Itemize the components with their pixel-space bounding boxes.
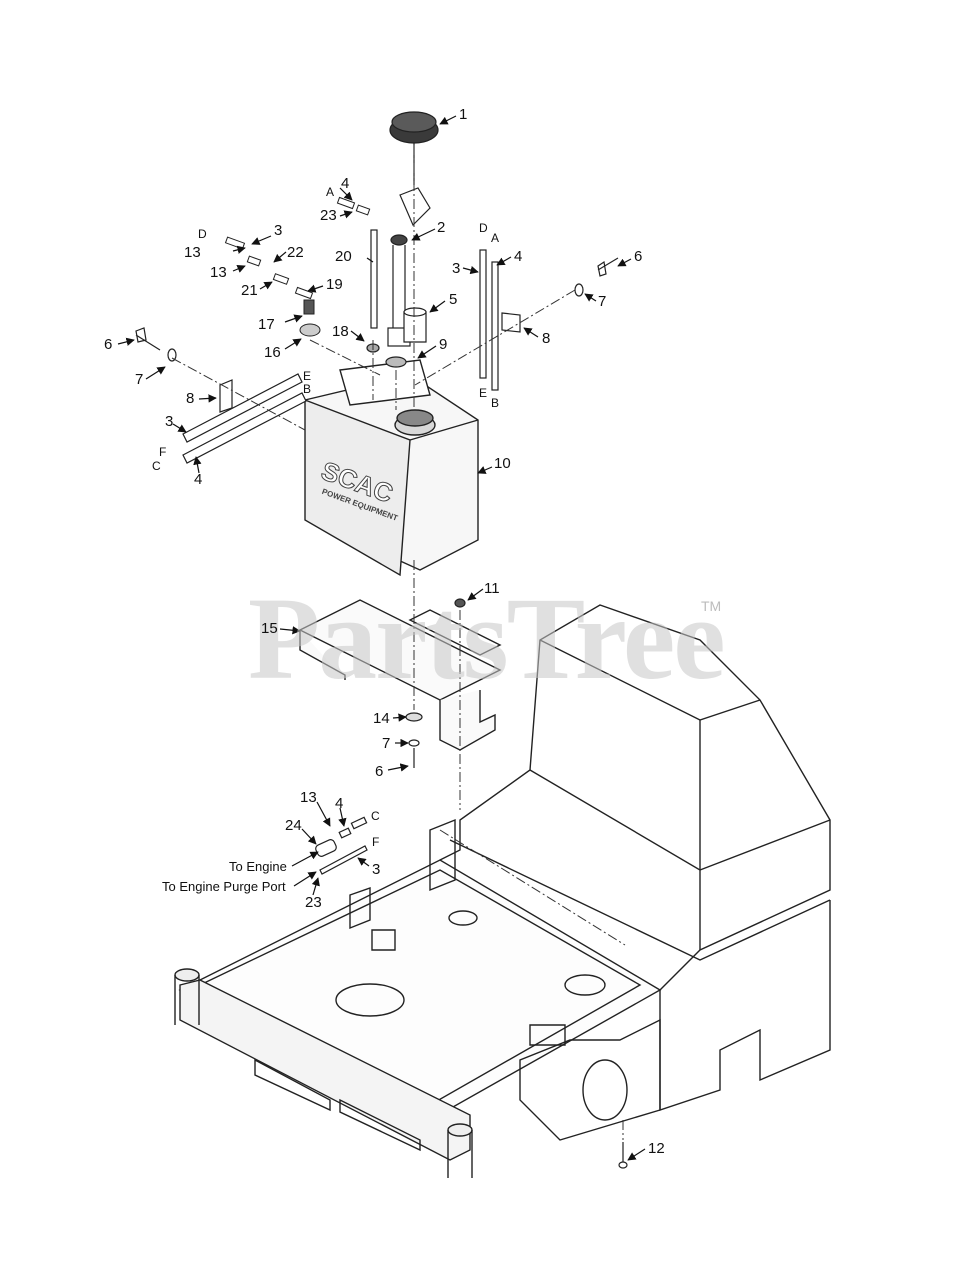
callout-19: 19 xyxy=(326,276,343,293)
assembly-leaders xyxy=(171,145,626,1140)
callout-13-mid: 13 xyxy=(210,264,227,281)
bolts-and-washers xyxy=(135,257,628,1169)
callout-8-left: 8 xyxy=(186,390,195,407)
hose-end-c-left: C xyxy=(152,459,161,473)
to-engine-purge-note: To Engine Purge Port xyxy=(162,879,286,894)
hose-end-e-left: E xyxy=(303,369,312,383)
callout-16: 16 xyxy=(264,344,281,361)
callout-7-right: 7 xyxy=(598,293,607,310)
callout-3-left: 3 xyxy=(165,413,174,430)
callout-21: 21 xyxy=(241,282,258,299)
fuel-cap xyxy=(389,111,439,227)
callout-23-top: 23 xyxy=(320,207,337,224)
callout-20: 20 xyxy=(335,248,352,265)
callout-6-bottom: 6 xyxy=(375,763,384,780)
hose-end-b-left: B xyxy=(303,382,312,396)
trademark-mark: TM xyxy=(701,598,722,614)
fuel-filter-assembly xyxy=(315,816,368,875)
callout-1: 1 xyxy=(459,106,468,123)
callout-10: 10 xyxy=(494,455,511,472)
partstree-watermark: PartsTree xyxy=(248,573,726,704)
callout-18: 18 xyxy=(332,323,349,340)
callout-6-right: 6 xyxy=(634,248,643,265)
fuel-tank xyxy=(304,359,479,577)
callout-22: 22 xyxy=(287,244,304,261)
callout-4-right: 4 xyxy=(514,248,523,265)
callout-23-bottom: 23 xyxy=(305,894,322,911)
callout-5: 5 xyxy=(449,291,458,308)
callout-24: 24 xyxy=(285,817,302,834)
hoses-right xyxy=(479,249,499,391)
callout-7-left: 7 xyxy=(135,371,144,388)
fuel-gauge-sender xyxy=(385,234,427,368)
callout-2: 2 xyxy=(437,219,446,236)
callout-6-left: 6 xyxy=(104,336,113,353)
hose-end-f-left: F xyxy=(159,445,167,459)
callout-13-top: 13 xyxy=(184,244,201,261)
callout-4-bottom: 4 xyxy=(335,795,344,812)
callout-3-right: 3 xyxy=(452,260,461,277)
hose-clips xyxy=(219,312,521,413)
callout-15: 15 xyxy=(261,620,278,637)
callout-3-top: 3 xyxy=(274,222,283,239)
hose-end-e-right: E xyxy=(479,386,488,400)
hose-end-d-right: D xyxy=(479,221,488,235)
to-engine-note: To Engine xyxy=(229,859,287,874)
hoses-left xyxy=(182,373,307,464)
callout-4-top: 4 xyxy=(341,175,350,192)
callout-14: 14 xyxy=(373,710,390,727)
callout-13-bottom: 13 xyxy=(300,789,317,806)
hose-end-a-top: A xyxy=(326,185,335,199)
tank-support-bracket xyxy=(298,599,502,751)
callout-4-left: 4 xyxy=(194,471,203,488)
vent-tube xyxy=(366,229,380,353)
callout-12: 12 xyxy=(648,1140,665,1157)
hose-end-c-bottom: C xyxy=(371,809,380,823)
callout-arrows xyxy=(117,115,646,1161)
callout-7-bottom: 7 xyxy=(382,735,391,752)
chassis-frame xyxy=(174,604,831,1178)
callout-11: 11 xyxy=(484,580,500,597)
hose-fittings-top xyxy=(224,196,371,337)
callout-8-right: 8 xyxy=(542,330,551,347)
hose-end-a-right: A xyxy=(491,231,500,245)
hose-end-b-right: B xyxy=(491,396,500,410)
hose-end-d-top: D xyxy=(198,227,207,241)
callout-17: 17 xyxy=(258,316,275,333)
callout-9: 9 xyxy=(439,336,448,353)
callout-3-bottom: 3 xyxy=(372,861,381,878)
hose-end-f-bottom: F xyxy=(372,835,380,849)
